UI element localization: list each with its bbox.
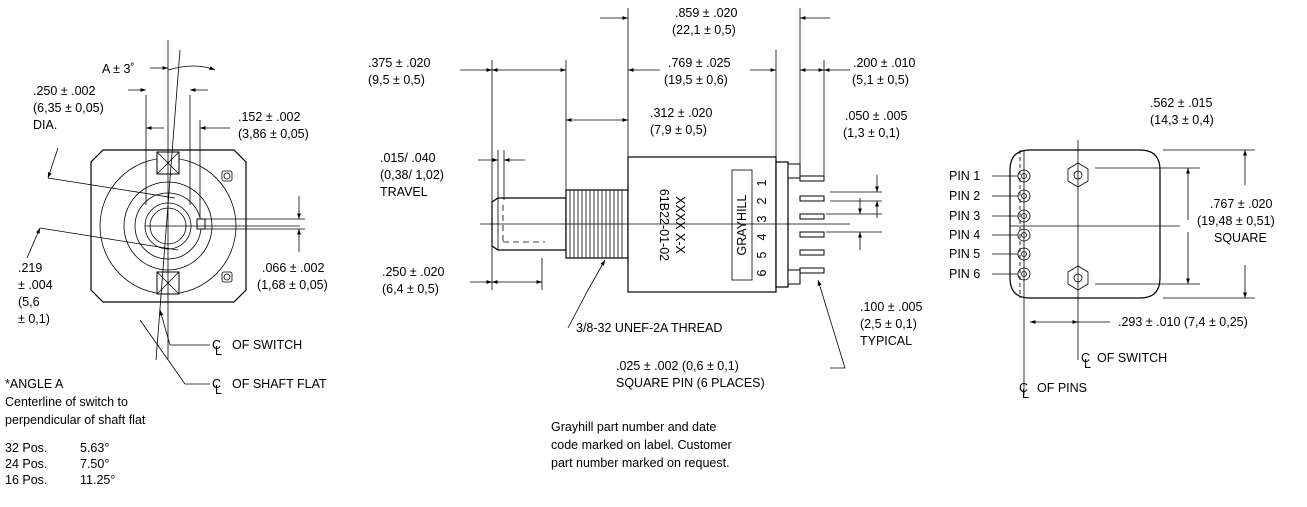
overall-len-mm-label: (22,1 ± 0,5) <box>672 23 736 37</box>
angle-note-line1: Centerline of switch to <box>5 395 128 409</box>
flat-dim-mm-label: (3,86 ± 0,05) <box>238 127 309 141</box>
shaft-dia-mm-label: (6,35 ± 0,05) <box>33 101 104 115</box>
pin-step-label: .050 ± .005 <box>845 109 908 123</box>
pin-pitch-label: .100 ± .005 <box>860 300 923 314</box>
cl-switch-label: OF SWITCH <box>232 338 302 352</box>
rear-width-mm-label: (14,3 ± 0,4) <box>1150 113 1214 127</box>
flat-dim-label: .152 ± .002 <box>238 110 301 124</box>
rear-view: PIN 1 PIN 2 PIN 3 PIN 4 PIN 5 PIN 6 .562… <box>949 96 1275 401</box>
pin-label: PIN 1 <box>949 169 980 183</box>
key-dim-mm-label: (1,68 ± 0,05) <box>257 278 328 292</box>
pin-size-note: SQUARE PIN (6 PLACES) <box>616 376 765 390</box>
flat-len-label: .250 ± .020 <box>382 265 445 279</box>
shaft-len-label: .375 ± .020 <box>368 56 431 70</box>
thread-len-mm-label: (7,9 ± 0,5) <box>650 123 707 137</box>
cl-symbol-3: C <box>1081 351 1090 365</box>
pin-pitch-mm-label: (2,5 ± 0,1) <box>860 317 917 331</box>
travel-word: TRAVEL <box>380 185 428 199</box>
pin-number: 1 <box>755 179 769 186</box>
side-view: 61B22-01-02 XXXX X-X GRAYHILL 1 2 3 4 5 … <box>368 6 923 390</box>
cl-symbol-1-sub: L <box>215 344 222 358</box>
pin-label: PIN 5 <box>949 247 980 261</box>
pin-label: PIN 6 <box>949 267 980 281</box>
pin-step-mm-label: (1,3 ± 0,1) <box>843 126 900 140</box>
pin-number: 3 <box>755 215 769 222</box>
rear-cl-pins-label: OF PINS <box>1037 381 1087 395</box>
note-line1: Grayhill part number and date <box>551 420 716 434</box>
body-len-mm-label: (19,5 ± 0,6) <box>664 73 728 87</box>
note-line3: part number marked on request. <box>551 456 730 470</box>
shaft-dia-label: .250 ± .002 <box>33 84 96 98</box>
label-part-number: 61B22-01-02 <box>657 189 671 261</box>
flat-offset-line2: ± .004 <box>18 278 53 292</box>
cl-symbol-4: C <box>1019 381 1028 395</box>
pin-label: PIN 2 <box>949 189 980 203</box>
pin-label: PIN 4 <box>949 228 980 242</box>
thread-len-label: .312 ± .020 <box>650 106 713 120</box>
rear-cl-switch-label: OF SWITCH <box>1097 351 1167 365</box>
rear-square-word: SQUARE <box>1214 231 1267 245</box>
label-date-code: XXXX X-X <box>673 196 687 254</box>
pin-size-label: .025 ± .002 (0,6 ± 0,1) <box>616 359 739 373</box>
angle-row-pos: 16 Pos. <box>5 473 47 487</box>
pin-number: 2 <box>755 197 769 204</box>
angle-note-line2: perpendicular of shaft flat <box>5 413 146 427</box>
cl-symbol-4-sub: L <box>1022 387 1029 401</box>
angle-row-pos: 32 Pos. <box>5 441 47 455</box>
rear-width-label: .562 ± .015 <box>1150 96 1213 110</box>
rear-square-label: .767 ± .020 <box>1210 197 1273 211</box>
rear-offset-label: .293 ± .010 (7,4 ± 0,25) <box>1118 315 1248 329</box>
key-dim-label: .066 ± .002 <box>262 261 325 275</box>
rear-body-outline <box>1009 149 1161 299</box>
travel-mm-label: (0,38/ 1,02) <box>380 168 444 182</box>
pin-pitch-note: TYPICAL <box>860 334 912 348</box>
shaft-len-mm-label: (9,5 ± 0,5) <box>368 73 425 87</box>
angle-tol-label: A ± 3˚ <box>102 62 135 76</box>
angle-note: *ANGLE A Centerline of switch to perpend… <box>5 377 146 487</box>
flat-len-mm-label: (6,4 ± 0,5) <box>382 282 439 296</box>
label-brand: GRAYHILL <box>735 195 749 256</box>
side-body-rear <box>775 161 789 288</box>
cl-symbol-2-sub: L <box>215 383 222 397</box>
pin-len-label: .200 ± .010 <box>853 56 916 70</box>
pin-number: 4 <box>755 233 769 240</box>
flat-offset-line3: (5,6 <box>18 295 40 309</box>
flat-offset-line4: ± 0,1) <box>18 312 50 326</box>
overall-len-label: .859 ± .020 <box>675 6 738 20</box>
cl-symbol-2: C <box>212 377 221 391</box>
pin-label: PIN 3 <box>949 209 980 223</box>
pin-number: 6 <box>755 269 769 276</box>
cl-symbol-3-sub: L <box>1084 357 1091 371</box>
pin-len-mm-label: (5,1 ± 0,5) <box>852 73 909 87</box>
shaft-dia-suffix: DIA. <box>33 118 57 132</box>
travel-label: .015/ .040 <box>380 151 436 165</box>
angle-row-value: 5.63° <box>80 441 109 455</box>
rear-square-mm-label: (19,48 ± 0,51) <box>1197 214 1275 228</box>
angle-row-value: 7.50° <box>80 457 109 471</box>
side-body <box>627 156 777 293</box>
cl-shaft-flat-label: OF SHAFT FLAT <box>232 377 327 391</box>
angle-note-title: *ANGLE A <box>5 377 64 391</box>
part-number-note: Grayhill part number and date code marke… <box>551 420 732 470</box>
angle-row-pos: 24 Pos. <box>5 457 47 471</box>
pin-number: 5 <box>755 251 769 258</box>
front-view: A ± 3˚ .250 ± .002 (6,35 ± 0,05) DIA. .1… <box>18 40 328 397</box>
flat-offset-line1: .219 <box>18 261 42 275</box>
note-line2: code marked on label. Customer <box>551 438 732 452</box>
side-pins <box>799 175 825 274</box>
cl-symbol-1: C <box>212 338 221 352</box>
angle-row-value: 11.25° <box>80 473 115 487</box>
body-len-label: .769 ± .025 <box>668 56 731 70</box>
thread-spec-label: 3/8-32 UNEF-2A THREAD <box>576 321 722 335</box>
